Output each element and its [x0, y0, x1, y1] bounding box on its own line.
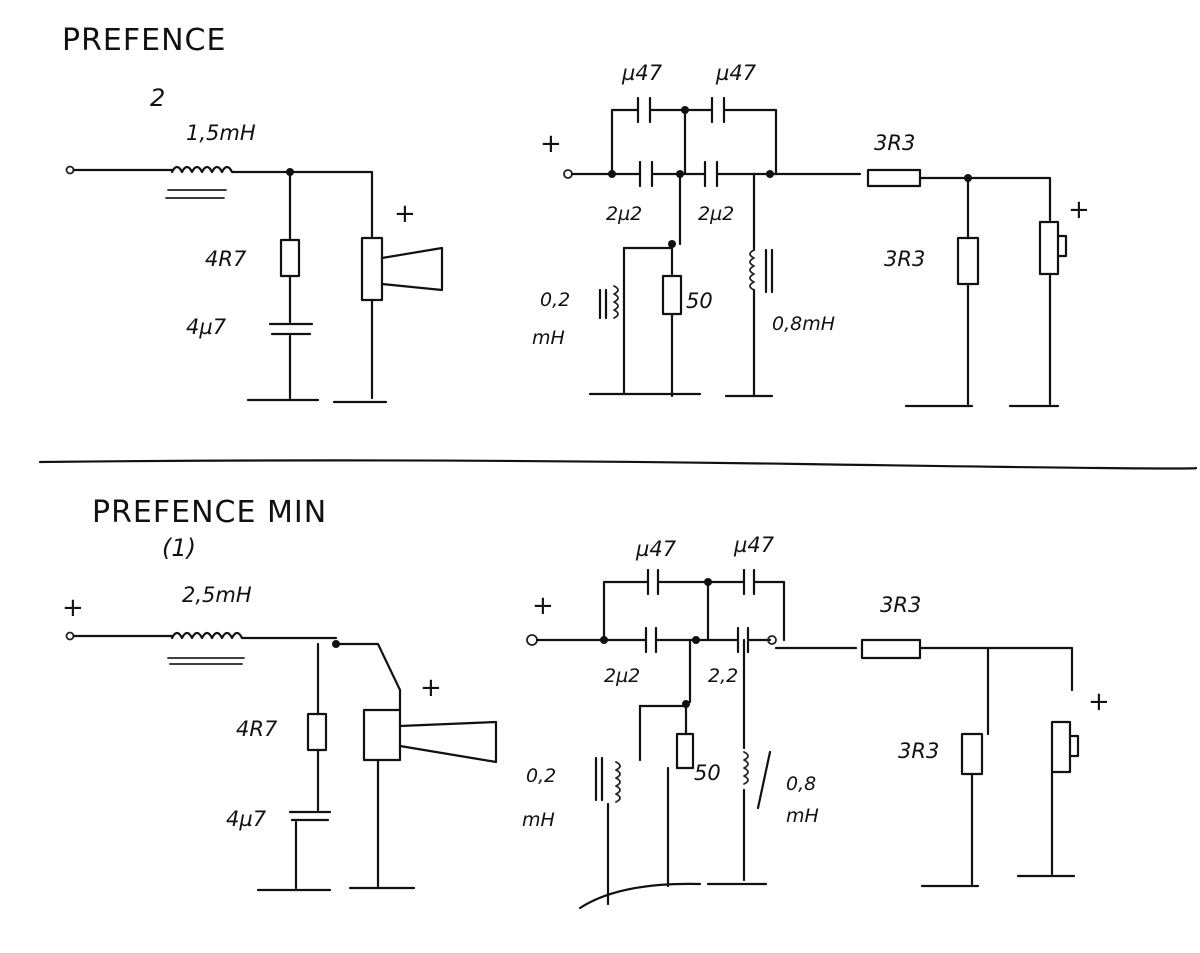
bottom-right-input-plus: +: [532, 591, 554, 621]
bottom-cap-2u2-right: [736, 626, 750, 654]
bottom-series-resistor-label: 3R3: [880, 593, 921, 617]
bottom-shunt-inductor-right-value: 0,8: [786, 773, 816, 795]
bottom-speaker-cone: [398, 720, 498, 764]
top-cap-u47-right-label: µ47: [715, 61, 757, 85]
bottom-right-network: + µ47 µ47 2µ2 2,2 0,: [522, 533, 1110, 910]
top-shunt-inductor-left-unit: mH: [532, 327, 565, 349]
bottom-shunt-inductor-left: [615, 761, 621, 803]
bottom-input-terminal: [65, 631, 75, 641]
bottom-inductor-label: 2,5mH: [182, 583, 252, 607]
top-feed-speaker-wire: [288, 170, 374, 240]
top-cap-2u2-left-label: 2µ2: [606, 203, 642, 225]
top-cap-u47-left-label: µ47: [621, 61, 663, 85]
bottom-cap-u47-right-label: µ47: [733, 533, 775, 557]
bottom-output-speaker: [1050, 720, 1072, 774]
top-cap-2u2-right-label: 2µ2: [698, 203, 734, 225]
bottom-shunt-inductor-left-value: 0,2: [526, 765, 556, 787]
top-upper-bridge: [610, 108, 778, 176]
top-cap-u47-right: [710, 96, 726, 124]
bottom-upper-bridge: [602, 580, 786, 642]
bottom-cap-2u2-right-label: 2,2: [708, 665, 738, 687]
top-shunt-inductor-core-right: [764, 248, 774, 294]
section-divider: [38, 459, 1198, 470]
top-input-terminal: [65, 165, 75, 175]
top-title: PREFENCE: [62, 23, 226, 58]
bottom-resistor-label: 4R7: [236, 717, 278, 741]
bottom-right-ground-1: [578, 882, 702, 910]
bottom-shunt-inductor-core-left: [594, 756, 604, 802]
top-shunt-inductor-right: [749, 249, 755, 291]
bottom-shunt-inductor-right-unit: mH: [786, 805, 819, 827]
top-resistor-4r7: [279, 238, 301, 278]
bottom-shunt-resistor-3r3: [960, 732, 984, 776]
top-shunt-resistor-label: 3R3: [884, 247, 925, 271]
top-speaker-driver: [360, 236, 384, 302]
bottom-resistor-4r7: [306, 712, 328, 752]
bottom-shunt-inductor-left-unit: mH: [522, 809, 555, 831]
bottom-series-inductor: [167, 631, 338, 665]
top-shunt-resistor-3r3: [956, 236, 980, 286]
bottom-cap-2u2-left: [644, 626, 658, 654]
top-series-resistor-3r3: [866, 168, 922, 188]
bottom-speaker-driver: [362, 708, 402, 762]
top-cap-2u2-left: [638, 160, 654, 188]
top-capacitor-4u7: [268, 322, 314, 336]
top-right-network: + µ47 µ47 2µ2 2µ2: [532, 61, 1090, 408]
top-left-network: 1,5mH 4R7 4µ7 +: [65, 121, 444, 404]
top-shunt-inductor-left: [613, 285, 619, 319]
bottom-cap-u47-left: [646, 568, 660, 596]
bottom-left-network: + 2,5mH 4R7 4µ7 +: [62, 583, 498, 892]
bottom-speaker-plus: +: [420, 673, 442, 703]
top-right-node-b: [766, 170, 774, 178]
top-series-resistor-label: 3R3: [874, 131, 915, 155]
bottom-shunt-inductor-right: [743, 751, 749, 785]
bottom-shunt-inductor-core-right: [756, 750, 772, 810]
top-cap-2u2-right: [703, 160, 719, 188]
top-resistor-label: 4R7: [205, 247, 247, 271]
bottom-right-input-terminal: [526, 634, 538, 646]
bottom-resistor-50-label: 50: [694, 761, 721, 785]
top-subtitle: 2: [150, 84, 165, 112]
top-resistor-50-label: 50: [686, 289, 713, 313]
top-right-input-terminal: [563, 169, 573, 179]
top-series-inductor: [165, 165, 292, 199]
top-shunt-inductor-right-label: 0,8mH: [772, 313, 835, 335]
bottom-output-plus: +: [1088, 687, 1110, 717]
top-shunt-inductor-left-value: 0,2: [540, 289, 570, 311]
bottom-subtitle: (1): [162, 534, 196, 562]
top-shunt-inductor-core-left: [598, 288, 608, 320]
bottom-cap-u47-right: [742, 568, 756, 596]
top-capacitor-label: 4µ7: [186, 315, 227, 339]
top-speaker-cone: [380, 246, 444, 292]
bottom-series-resistor-3r3: [860, 638, 922, 660]
bottom-shunt-resistor-label: 3R3: [898, 739, 939, 763]
top-cap-u47-left: [636, 96, 652, 124]
bottom-schematic: PREFENCE MIN (1) + 2,5mH 4R7 4µ7 +: [62, 495, 1110, 910]
top-schematic: PREFENCE 2 1,5mH 4R7 4µ7 +: [62, 23, 1090, 408]
top-right-input-plus: +: [540, 129, 562, 159]
top-output-speaker: [1038, 220, 1060, 276]
bottom-title: PREFENCE MIN: [92, 495, 327, 530]
bottom-cap-u47-left-label: µ47: [635, 537, 677, 561]
top-output-plus: +: [1068, 195, 1090, 225]
top-inductor-label: 1,5mH: [186, 121, 256, 145]
bottom-input-plus: +: [62, 593, 84, 623]
bottom-resistor-50: [675, 732, 695, 770]
top-speaker-plus: +: [394, 199, 416, 229]
bottom-capacitor-4u7: [288, 810, 332, 822]
bottom-capacitor-label: 4µ7: [226, 807, 267, 831]
bottom-cap-2u2-left-label: 2µ2: [604, 665, 640, 687]
top-resistor-50: [661, 274, 683, 316]
